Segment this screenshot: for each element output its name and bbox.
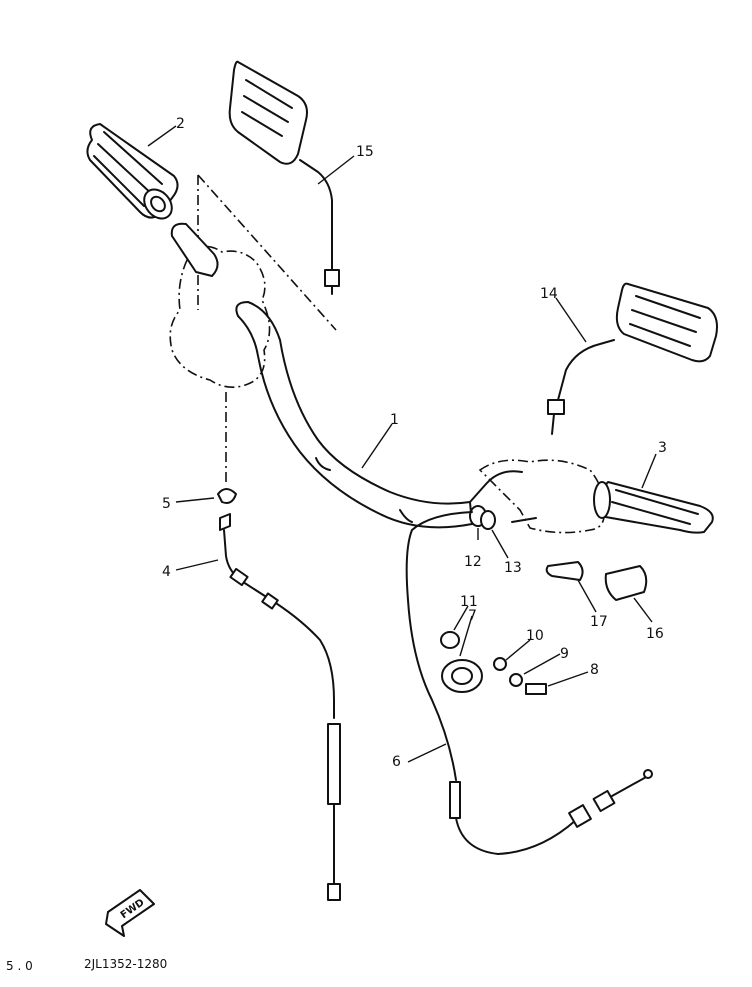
callout-3: 3 [658,440,667,456]
leader-lines [147,125,657,763]
callout-2: 2 [176,116,185,132]
page-mark: 5 . 0 [6,959,33,973]
callout-17: 17 [590,614,608,630]
grip-right-3 [593,481,714,534]
callout-11: 11 [460,594,478,610]
callout-12: 12 [464,554,482,570]
callout-14: 14 [540,286,558,302]
part-17 [545,561,584,581]
callout-7: 7 [468,608,477,624]
callout-5: 5 [162,496,171,512]
handlebar-1 [170,222,523,529]
mirror-right-14 [547,282,718,435]
callout-10: 10 [526,628,544,644]
fwd-arrow: FWD [105,889,155,937]
grip-left-2 [86,123,179,220]
part-10 [493,657,507,671]
callout-9: 9 [560,646,569,662]
clamp-5 [217,488,237,504]
part-16 [604,565,648,601]
part-11 [440,631,460,649]
parts-12-13 [469,505,537,530]
callout-1: 1 [390,412,399,428]
callout-8: 8 [590,662,599,678]
callout-15: 15 [356,144,374,160]
small-parts [440,561,648,695]
switch-housing-right [478,459,606,534]
part-8 [525,683,547,695]
part-7 [441,659,483,693]
switch-housing-left [169,174,337,484]
callout-4: 4 [162,564,171,580]
cable-4 [219,513,341,901]
callout-6: 6 [392,754,401,770]
cable-6 [405,511,653,855]
callout-16: 16 [646,626,664,642]
callout-13: 13 [504,560,522,576]
part-9 [509,673,523,687]
mirror-left-15 [228,60,340,295]
drawing-code: 2JL1352-1280 [84,957,167,971]
